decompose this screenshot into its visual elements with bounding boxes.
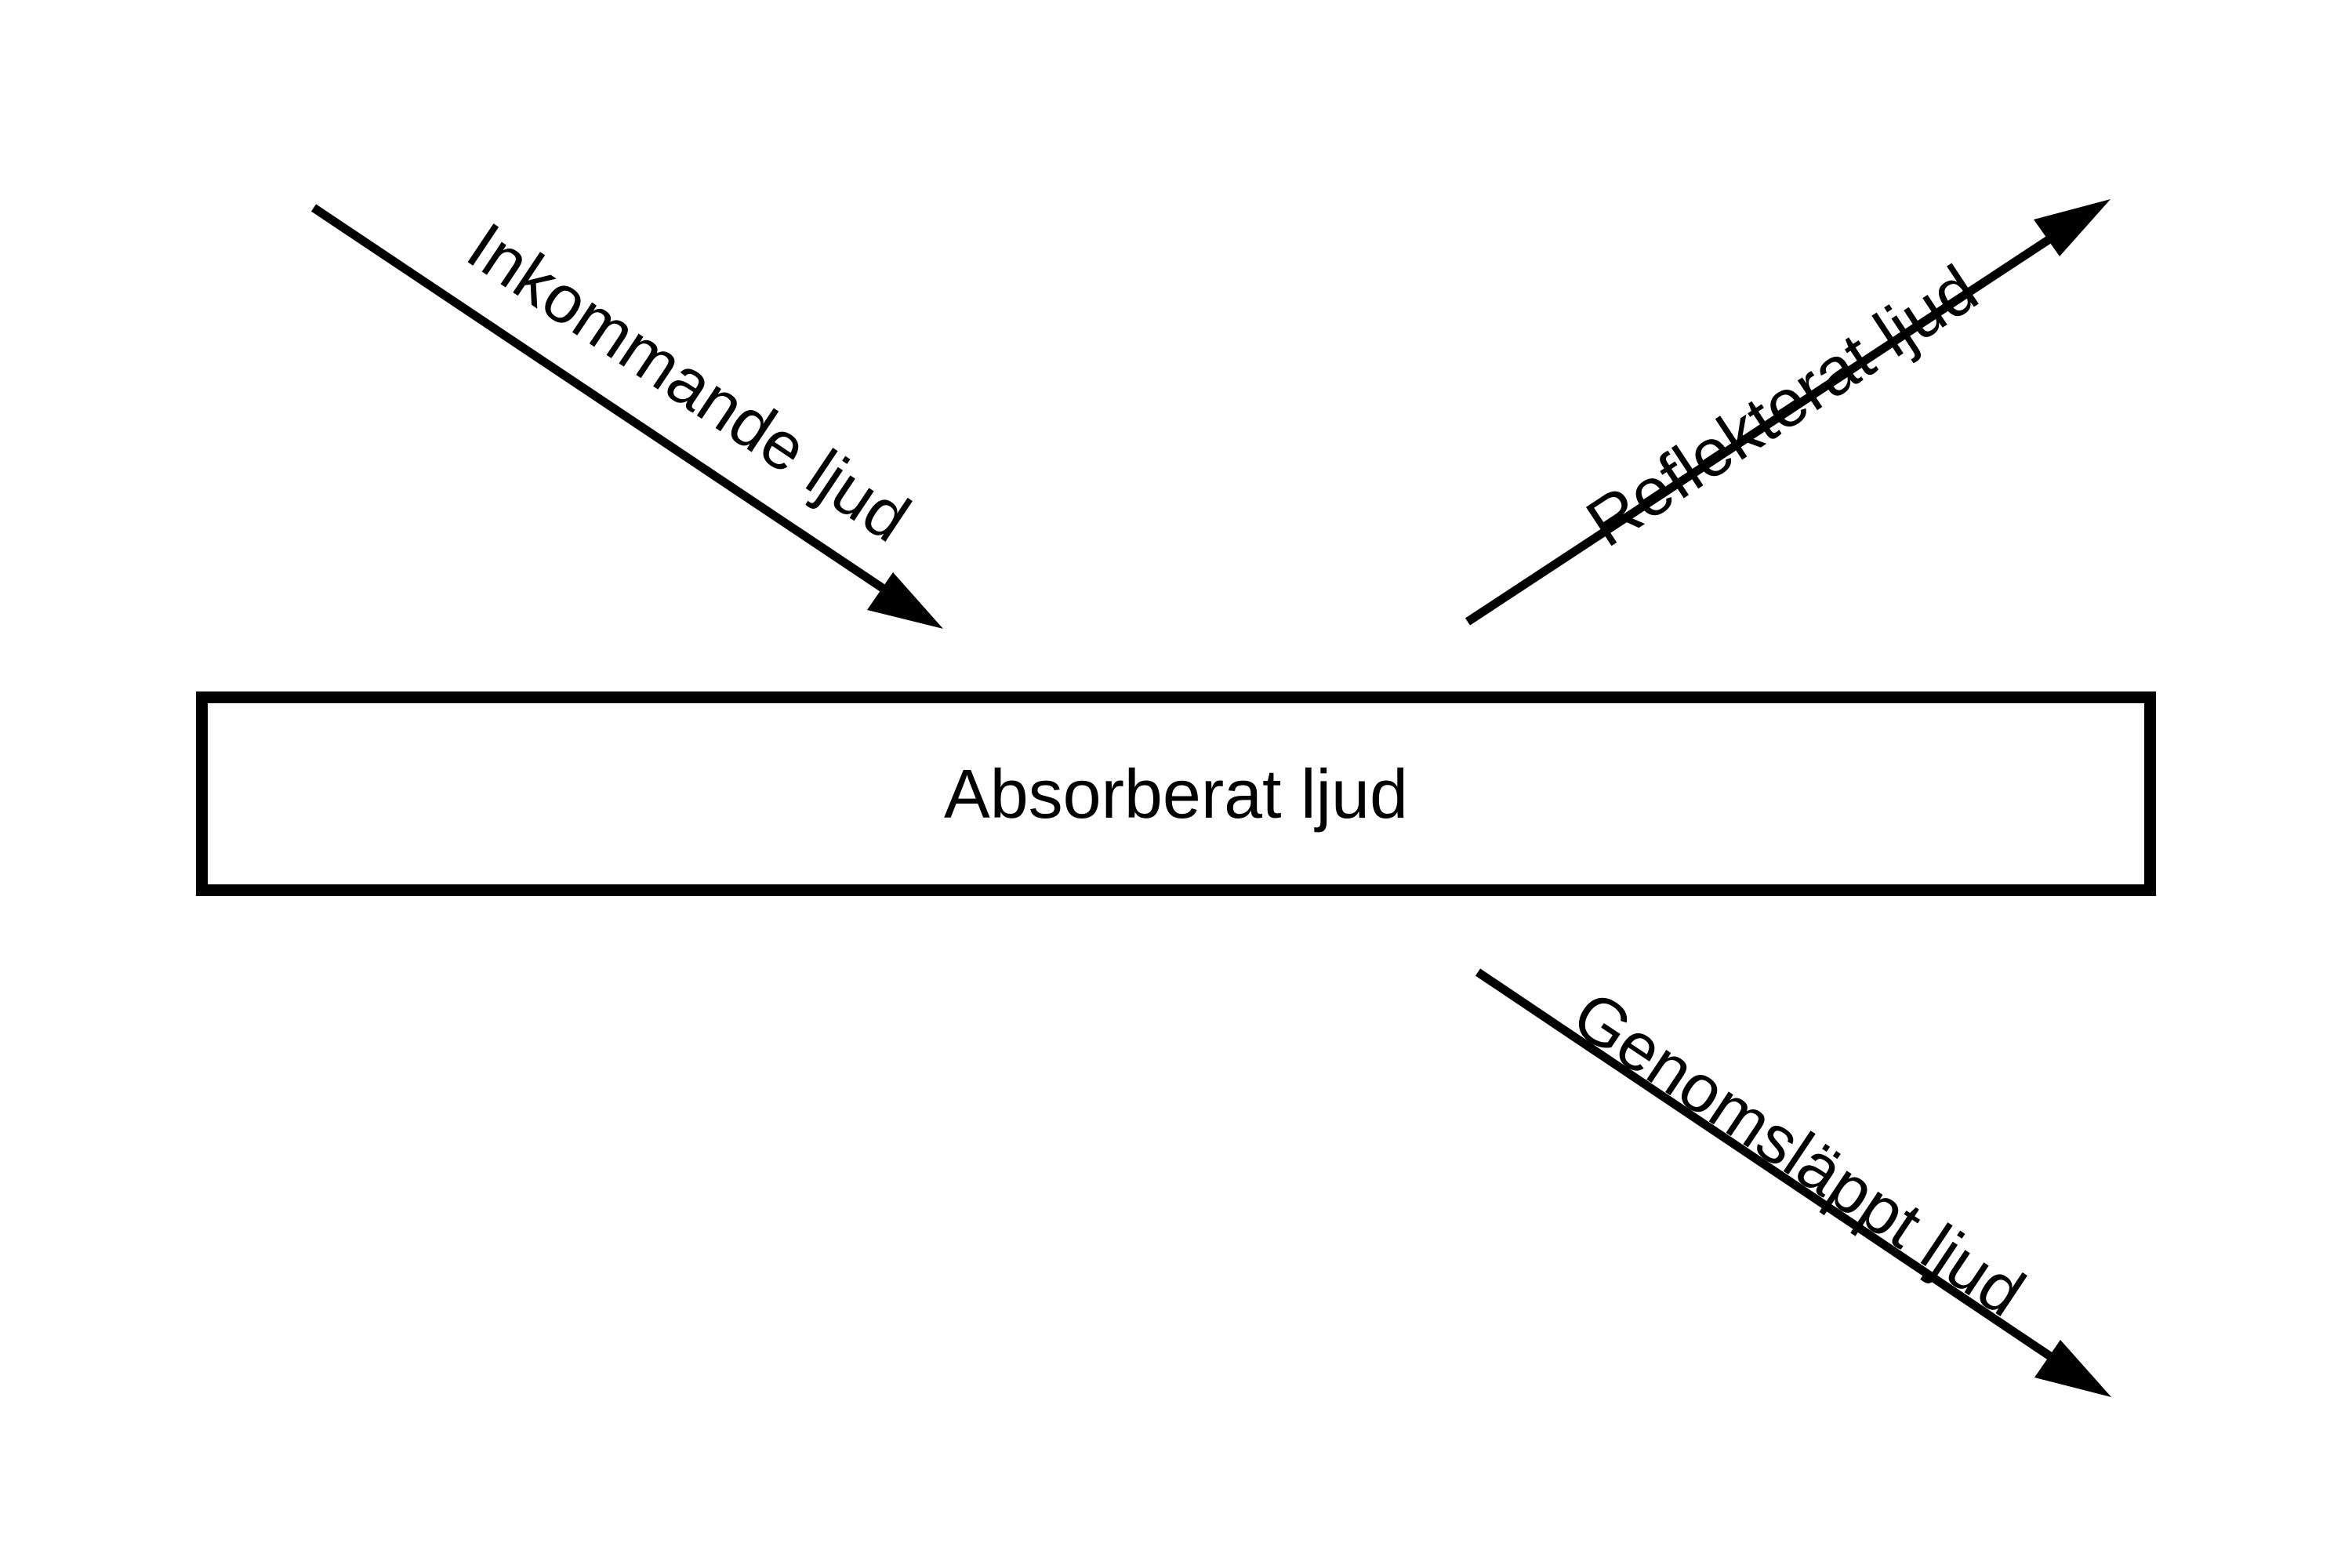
absorber-panel-rect	[196, 691, 2156, 896]
incoming-sound-arrow	[310, 204, 943, 629]
arrow-down-right-icon	[2034, 1340, 2111, 1397]
absorber-panel-label: Absorberat ljud	[944, 754, 1408, 833]
incoming-arrow-line	[310, 204, 903, 604]
transmitted-arrow-line	[1475, 968, 2070, 1371]
arrow-up-right-icon	[2034, 199, 2111, 256]
reflected-sound-arrow	[1465, 199, 2111, 626]
transmitted-sound-arrow	[1475, 968, 2111, 1397]
arrow-down-right-icon	[867, 572, 943, 629]
reflected-arrow-line	[1465, 225, 2068, 626]
